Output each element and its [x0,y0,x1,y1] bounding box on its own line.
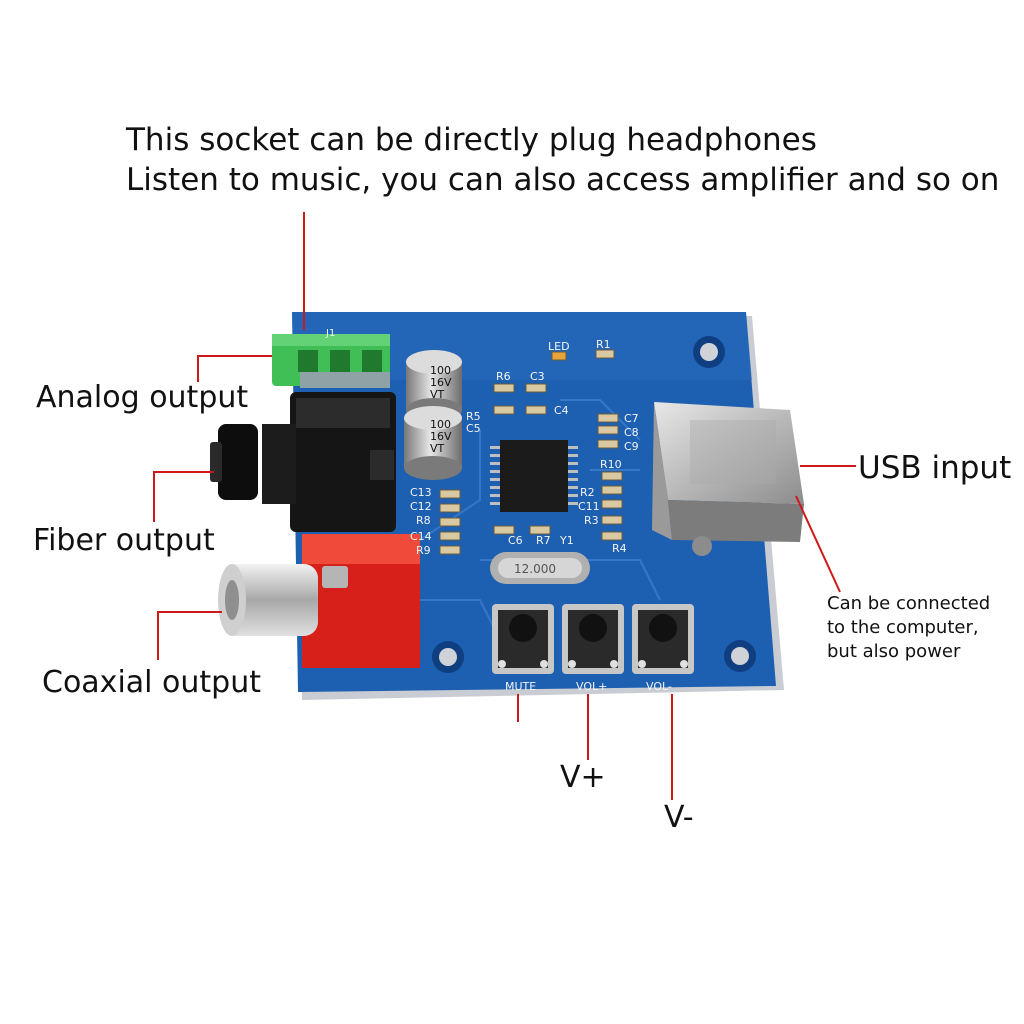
headphone-jack [272,334,390,388]
silk-c12: C12 [410,500,432,513]
silk-c11: C11 [578,500,600,513]
silk-c13: C13 [410,486,432,499]
cap1-label-1: 100 [430,364,451,377]
vol-up-switch [562,604,624,674]
usb-b-port [652,402,804,556]
silk-c4: C4 [554,404,569,417]
silk-r2: R2 [580,486,595,499]
electrolytic-capacitor-1: 100 16V VT [406,350,462,422]
cap2-label-3: VT [430,442,445,455]
fiber-output-label: Fiber output [33,523,215,558]
silk-r1: R1 [596,338,611,351]
coaxial-output-label: Coaxial output [42,665,261,700]
silk-c5: C5 [466,422,481,435]
coaxial-output-port [218,534,420,668]
silk-c9: C9 [624,440,639,453]
usb-note-label: Can be connected to the computer, but al… [827,593,991,662]
electrolytic-capacitor-2: 100 16V VT [404,406,462,480]
silk-c14: C14 [410,530,432,543]
silk-r4: R4 [612,542,627,555]
pointer-lines [153,212,856,800]
dac-chip [490,440,578,512]
silk-c3: C3 [530,370,545,383]
silk-y1: Y1 [559,534,574,547]
silk-led: LED [548,340,570,353]
silk-r5: R5 [466,410,481,423]
cap1-label-2: 16V [430,376,452,389]
vol-down-switch [632,604,694,674]
cap2-label-1: 100 [430,418,451,431]
silk-r8: R8 [416,514,431,527]
pointer-usb-note [795,495,841,593]
cap1-label-3: VT [430,388,445,401]
pointer-analog [197,355,272,382]
silk-j1: J1 [325,328,335,339]
usb-input-label: USB input [858,450,1012,486]
silk-vol-up: VOL+ [576,680,607,693]
optical-output-port [210,392,396,532]
crystal-label: 12.000 [514,562,556,576]
silk-c7: C7 [624,412,639,425]
silkscreen-labels: LED R1 R6 C3 R5 C5 C4 C7 C8 C9 R10 R2 C1… [325,328,639,557]
silk-r3: R3 [584,514,599,527]
smd-components [439,349,623,555]
analog-output-label: Analog output [36,380,249,415]
silk-mute: MUTE [505,680,536,693]
headphone-socket-caption-line1: This socket can be directly plug headpho… [126,122,817,158]
mute-switch [492,604,554,674]
cap2-label-2: 16V [430,430,452,443]
silk-r6: R6 [496,370,511,383]
pointer-coax [157,611,222,660]
mounting-holes [432,336,756,673]
silk-r7: R7 [536,534,551,547]
headphone-socket-caption-line2: Listen to music, you can also access amp… [126,162,1000,198]
crystal-oscillator: 12.000 [490,552,590,584]
v-plus-label: V+ [560,760,606,795]
silk-r9: R9 [416,544,431,557]
silk-c6: C6 [508,534,523,547]
pointer-fiber [153,471,214,522]
v-minus-label: V- [664,800,694,835]
silk-r10: R10 [600,458,622,471]
silk-c8: C8 [624,426,639,439]
silk-vol-down: VOL- [646,680,672,693]
